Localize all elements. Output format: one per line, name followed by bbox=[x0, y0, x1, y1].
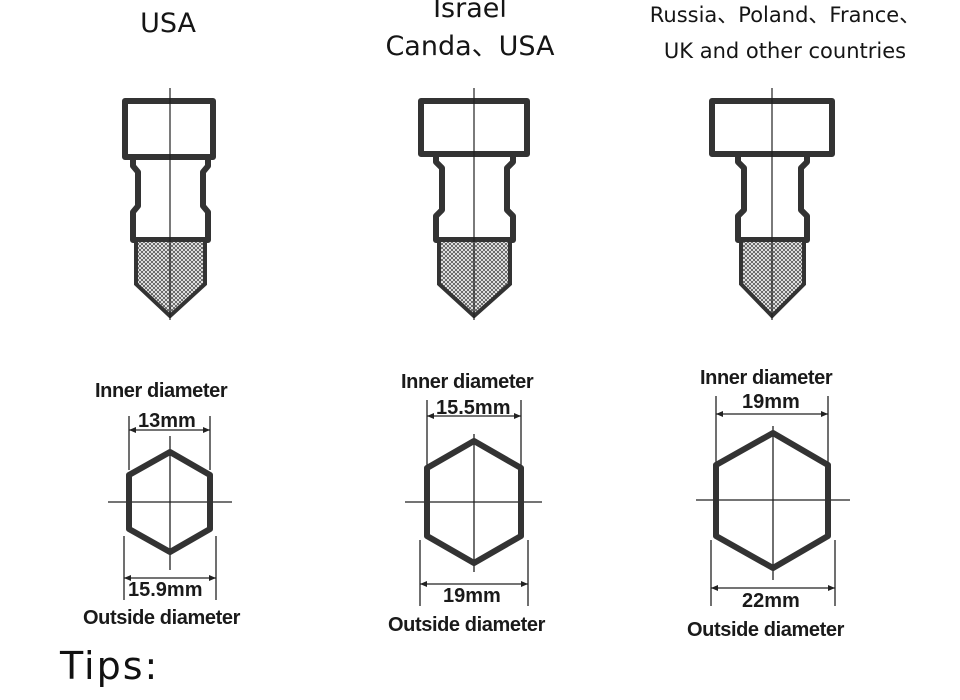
outside-diameter-value: 15.9mm bbox=[128, 579, 203, 601]
outside-diameter-label: Outside diameter bbox=[388, 614, 545, 636]
valve-side-view-russia-poland-france-uk bbox=[709, 88, 835, 320]
valve-side-view-israel-canada-usa bbox=[418, 88, 530, 320]
tips-heading: Tips: bbox=[60, 644, 160, 688]
outside-diameter-label: Outside diameter bbox=[687, 619, 844, 641]
column-title-line: Israel bbox=[433, 0, 507, 24]
column-title-russia-poland-france-uk: Russia、Poland、France、 UK and other count… bbox=[600, 0, 960, 69]
outside-diameter-label: Outside diameter bbox=[83, 607, 240, 629]
column-title-line: USA bbox=[140, 8, 196, 39]
valve-side-view-usa bbox=[122, 88, 216, 320]
column-title-line: UK and other countries bbox=[663, 39, 907, 63]
column-title-israel-canada-usa: Israel Canda、USA bbox=[330, 0, 610, 66]
inner-diameter-label: Inner diameter bbox=[95, 380, 228, 402]
outside-diameter-value: 19mm bbox=[443, 585, 501, 607]
column-title-usa: USA bbox=[68, 8, 268, 39]
column-title-line: Russia、Poland、France、 bbox=[649, 3, 921, 27]
inner-diameter-value: 15.5mm bbox=[436, 397, 511, 419]
inner-diameter-value: 13mm bbox=[138, 410, 196, 432]
inner-diameter-label: Inner diameter bbox=[401, 371, 534, 393]
outside-diameter-value: 22mm bbox=[742, 590, 800, 612]
inner-diameter-label: Inner diameter bbox=[700, 367, 833, 389]
column-title-line: Canda、USA bbox=[385, 31, 555, 62]
inner-diameter-value: 19mm bbox=[742, 391, 800, 413]
